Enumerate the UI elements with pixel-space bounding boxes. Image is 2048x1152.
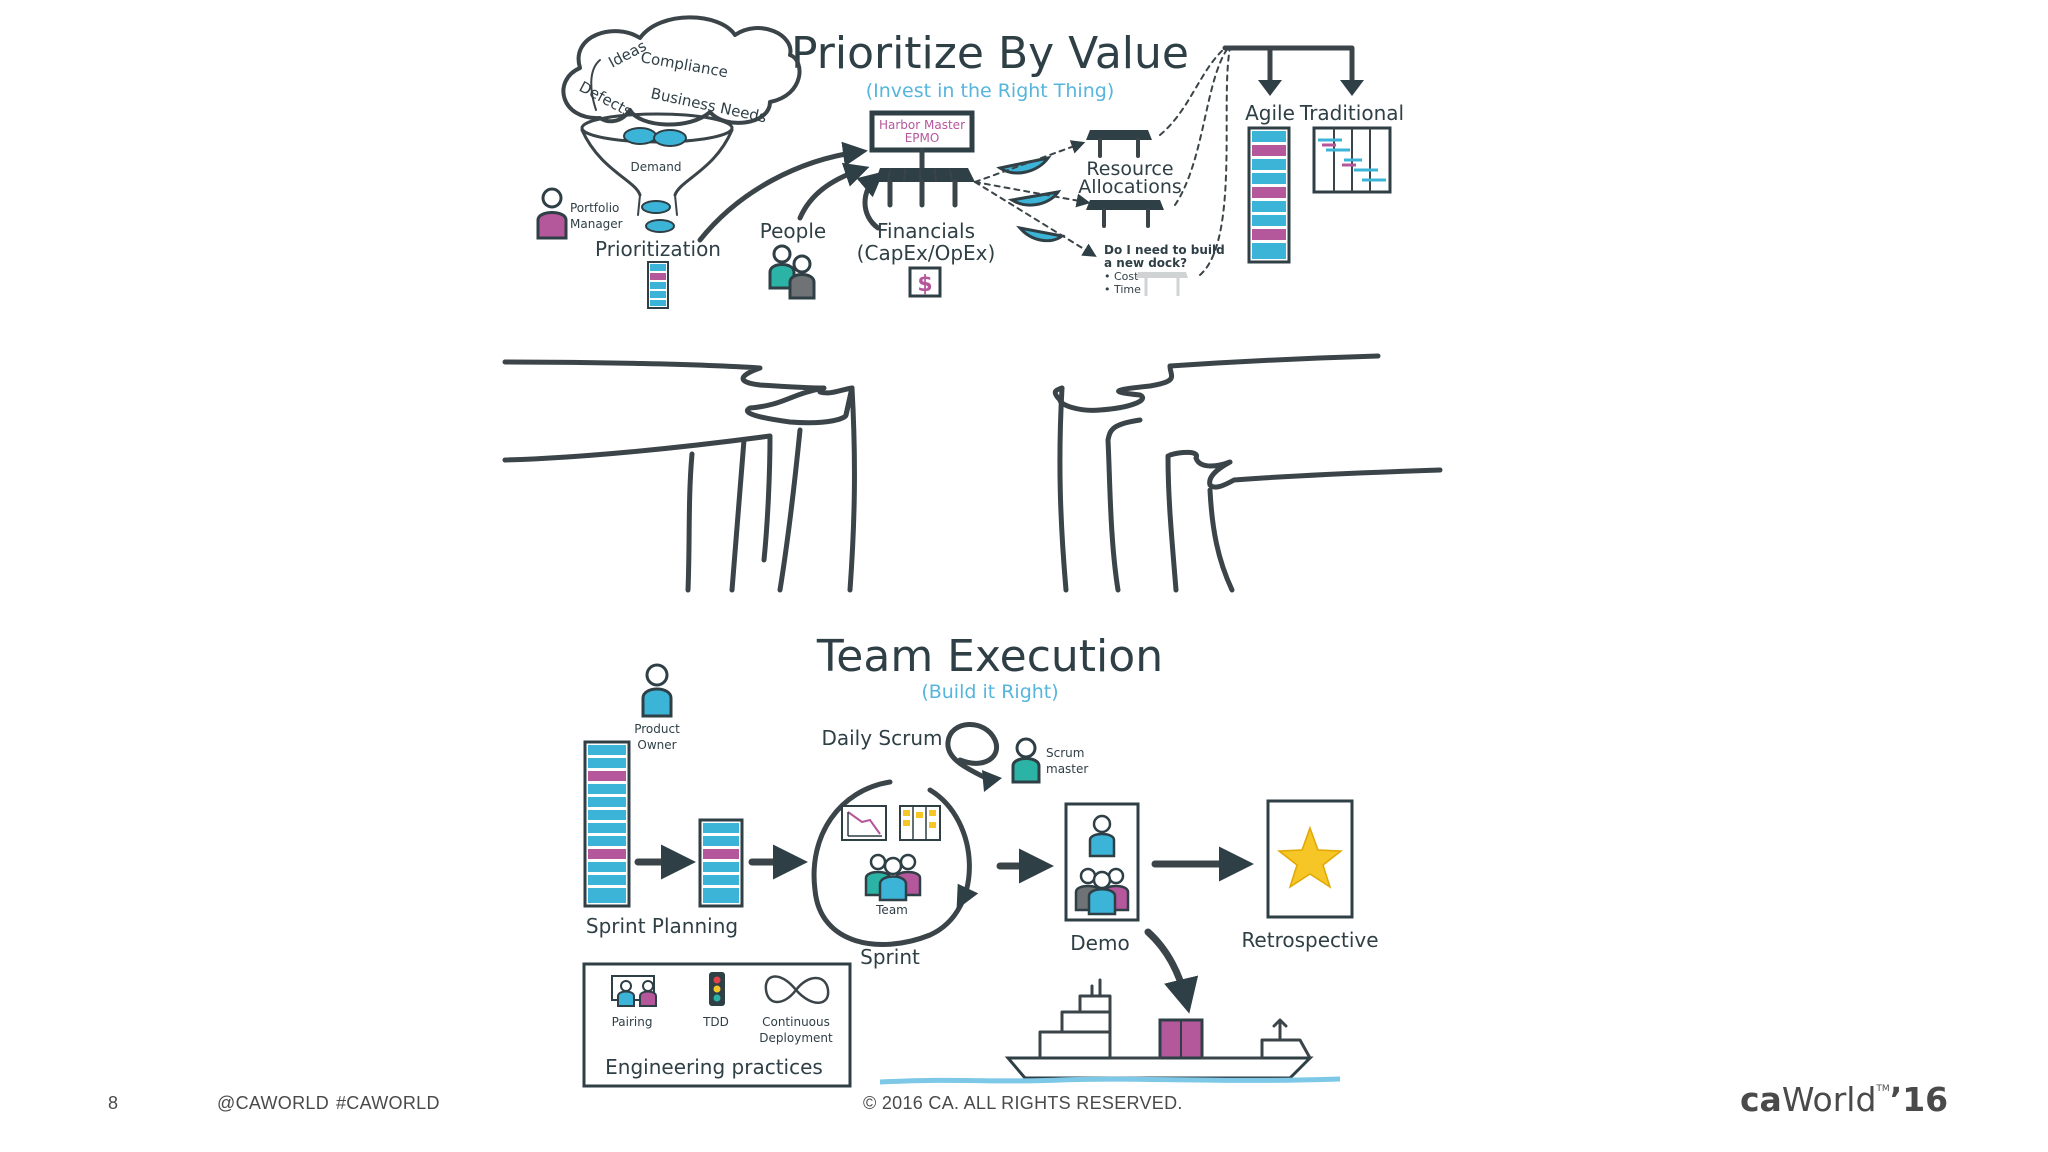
arrow-demo-to-ship bbox=[1144, 928, 1199, 1014]
infinity-loop-icon bbox=[764, 975, 830, 1004]
page-number: 8 bbox=[108, 1093, 119, 1113]
cloud-word-business-needs: Business Needs bbox=[649, 84, 768, 126]
team-icon bbox=[864, 853, 922, 902]
dotted-line-new-dock bbox=[1199, 47, 1231, 276]
retrospective-label: Retrospective bbox=[1241, 928, 1378, 952]
twitter-handle: @CAWORLD bbox=[217, 1093, 330, 1113]
dock-question-line2: a new dock? bbox=[1104, 256, 1187, 270]
prioritized-backlog-stack bbox=[647, 261, 669, 309]
dock-question-cost: • Cost bbox=[1104, 270, 1139, 283]
resource-allocations-line1: Resource bbox=[1086, 158, 1173, 180]
dotted-arrow-to-new-dock bbox=[974, 181, 1097, 257]
continuous-deployment-line1: Continuous bbox=[762, 1015, 830, 1029]
hashtag: #CAWORLD bbox=[336, 1093, 440, 1113]
dollar-symbol: $ bbox=[917, 272, 932, 297]
cargo-ship-icon bbox=[879, 978, 1341, 1085]
new-dock-question: Do I need to build a new dock? • Cost • … bbox=[1104, 243, 1225, 296]
harbor-master-dock: Harbor Master EPMO bbox=[869, 110, 975, 208]
resource-allocations-line2: Allocations bbox=[1078, 176, 1182, 198]
scrum-master-person: Scrum master bbox=[1011, 737, 1088, 784]
pairing-label: Pairing bbox=[612, 1015, 653, 1029]
brand-tm: TM bbox=[1876, 1084, 1890, 1094]
agile-backlog-stack bbox=[1247, 126, 1291, 264]
burndown-chart-icon bbox=[841, 805, 887, 841]
brand-year: ’16 bbox=[1889, 1080, 1949, 1119]
brand-ca: ca bbox=[1740, 1080, 1782, 1119]
chasm-illustration bbox=[502, 353, 1443, 593]
dotted-arrow-to-allocation-2 bbox=[974, 181, 1091, 208]
sprint-planning-label: Sprint Planning bbox=[586, 914, 738, 938]
split-connector bbox=[1222, 45, 1355, 93]
water-line bbox=[879, 1076, 1341, 1085]
star-icon bbox=[1276, 825, 1344, 889]
prioritize-section: Prioritize By Value (Invest in the Right… bbox=[536, 15, 1404, 309]
section-subtitle-team-execution: (Build it Right) bbox=[921, 681, 1058, 703]
ca-world-logo: caWorldTM’16 bbox=[1740, 1080, 1948, 1119]
continuous-deployment-line2: Deployment bbox=[759, 1031, 833, 1045]
dotted-arrow-to-allocation-1 bbox=[974, 140, 1086, 183]
demand-funnel: Demand bbox=[580, 112, 734, 233]
brand-world: World bbox=[1781, 1080, 1877, 1119]
daily-scrum-label: Daily Scrum bbox=[821, 726, 942, 750]
portfolio-label-line2: Manager bbox=[570, 217, 623, 231]
product-backlog-stack bbox=[583, 740, 631, 908]
harbor-master-label-line1: Harbor Master bbox=[879, 118, 965, 132]
arrow-financials-to-harbor bbox=[856, 171, 884, 231]
scrum-master-line2: master bbox=[1046, 762, 1088, 776]
portfolio-manager-person: Portfolio Manager bbox=[536, 187, 623, 240]
sprint-backlog-stack bbox=[698, 818, 744, 908]
demo-panel bbox=[1064, 802, 1140, 922]
tdd-label: TDD bbox=[702, 1015, 729, 1029]
cloud-word-compliance: Compliance bbox=[639, 48, 729, 81]
sprint-cycle: Team bbox=[811, 722, 1002, 947]
people-label: People bbox=[760, 219, 826, 243]
traditional-label: Traditional bbox=[1299, 101, 1404, 125]
dollar-icon: $ bbox=[908, 266, 942, 298]
task-board-icon bbox=[899, 805, 941, 841]
dock-question-time: • Time bbox=[1104, 283, 1141, 296]
arrow-prioritization-to-harbor bbox=[697, 141, 868, 243]
financials-label-line2: (CapEx/OpEx) bbox=[857, 241, 996, 265]
agile-label: Agile bbox=[1245, 101, 1295, 125]
people-icon bbox=[768, 244, 816, 300]
section-title-team-execution: Team Execution bbox=[816, 631, 1163, 682]
harbor-master-label-line2: EPMO bbox=[905, 131, 940, 145]
team-execution-section: Team Execution (Build it Right) Product … bbox=[582, 631, 1379, 1088]
engineering-practices-label: Engineering practices bbox=[605, 1055, 823, 1079]
arrow-people-to-harbor bbox=[797, 162, 870, 221]
team-label: Team bbox=[875, 903, 908, 917]
dotted-line-allocation-mid bbox=[1174, 47, 1229, 206]
financials-label-line1: Financials bbox=[877, 219, 975, 243]
resource-allocation-docks bbox=[1086, 130, 1164, 228]
demo-label: Demo bbox=[1070, 931, 1129, 955]
dotted-line-allocation-top bbox=[1159, 47, 1226, 136]
demand-label: Demand bbox=[631, 160, 682, 174]
portfolio-label-line1: Portfolio bbox=[570, 201, 619, 215]
product-owner-line2: Owner bbox=[637, 738, 676, 752]
dock-question-line1: Do I need to build bbox=[1104, 243, 1225, 257]
traffic-light-icon bbox=[709, 972, 725, 1006]
gantt-chart-icon bbox=[1312, 126, 1392, 194]
product-owner-person: Product Owner bbox=[634, 663, 680, 752]
demand-cloud: Ideas Compliance Defects Business Needs bbox=[561, 15, 802, 127]
daily-scrum-loop bbox=[945, 722, 999, 783]
sprint-circle bbox=[811, 779, 972, 947]
scrum-master-line1: Scrum bbox=[1046, 746, 1084, 760]
product-owner-line1: Product bbox=[634, 722, 680, 736]
copyright: © 2016 CA. ALL RIGHTS RESERVED. bbox=[863, 1093, 1183, 1113]
boat-icons bbox=[996, 155, 1066, 243]
retrospective-panel bbox=[1266, 799, 1354, 919]
section-title-prioritize: Prioritize By Value bbox=[791, 28, 1189, 79]
section-subtitle-prioritize: (Invest in the Right Thing) bbox=[866, 80, 1114, 102]
engineering-practices-box: Pairing TDD Continuous Deployment Engine… bbox=[582, 962, 852, 1088]
sprint-label: Sprint bbox=[860, 945, 920, 969]
pairing-icon bbox=[611, 975, 657, 1007]
